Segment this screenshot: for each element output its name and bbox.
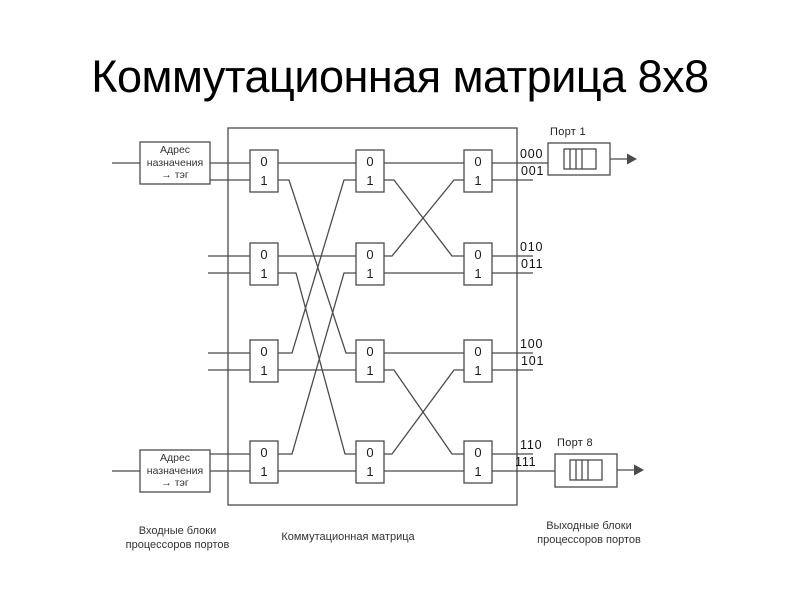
output-code-label: 010	[520, 240, 544, 254]
output-code-label: 011	[521, 257, 544, 271]
input-tag-boxes	[139, 141, 211, 493]
switch-box	[355, 149, 385, 193]
stage2-stage3-connections	[384, 162, 464, 472]
slide-title: Коммутационная матрица 8х8	[91, 51, 709, 102]
switch-box	[249, 339, 279, 383]
tag-box-label-bottom: Адрес назначения → тэг	[146, 452, 204, 490]
tag-box-label-top: Адрес назначения → тэг	[146, 144, 204, 182]
port-1-block	[547, 142, 637, 176]
switch-box	[355, 440, 385, 484]
switch-box	[463, 440, 493, 484]
output-code-label: 110	[520, 438, 543, 452]
caption-output-blocks: Выходные блоки процессоров портов	[537, 520, 641, 547]
output-code-label: 111	[515, 455, 537, 469]
output-code-label: 000	[520, 147, 544, 161]
input-lines	[112, 162, 250, 472]
tag-box	[139, 141, 211, 185]
port-8-label: Порт 8	[557, 437, 593, 449]
caption-input-blocks: Входные блоки процессоров портов	[125, 525, 230, 552]
output-code-label: 100	[520, 337, 544, 351]
port-1-label: Порт 1	[550, 126, 586, 138]
switch-boxes	[249, 149, 493, 484]
output-arrow-icon	[617, 464, 644, 476]
connection-line	[384, 179, 464, 257]
connection-line	[278, 272, 356, 455]
output-arrow-icon	[610, 153, 637, 165]
output-lines	[492, 162, 555, 472]
connection-line	[278, 272, 356, 455]
switch-box	[463, 242, 493, 286]
port-8-block	[554, 453, 644, 488]
matrix-border	[227, 127, 518, 506]
connection-line	[384, 369, 464, 455]
switch-box	[463, 149, 493, 193]
switch-box	[249, 149, 279, 193]
stage1-stage2-connections	[278, 162, 356, 472]
switch-box	[249, 440, 279, 484]
switch-box	[463, 339, 493, 383]
queue-icon	[563, 148, 597, 170]
connection-line	[278, 179, 356, 354]
switch-box	[249, 242, 279, 286]
caption-switching-matrix: Коммутационная матрица	[281, 531, 415, 543]
tag-box	[139, 449, 211, 493]
connection-line	[384, 369, 464, 455]
switch-box	[355, 242, 385, 286]
output-code-label: 001	[521, 164, 545, 178]
queue-icon	[569, 459, 603, 481]
connection-line	[384, 179, 464, 257]
connection-line	[278, 179, 356, 354]
output-code-label: 101	[521, 354, 545, 368]
port-box	[554, 453, 618, 488]
switch-box	[355, 339, 385, 383]
port-box	[547, 142, 611, 176]
